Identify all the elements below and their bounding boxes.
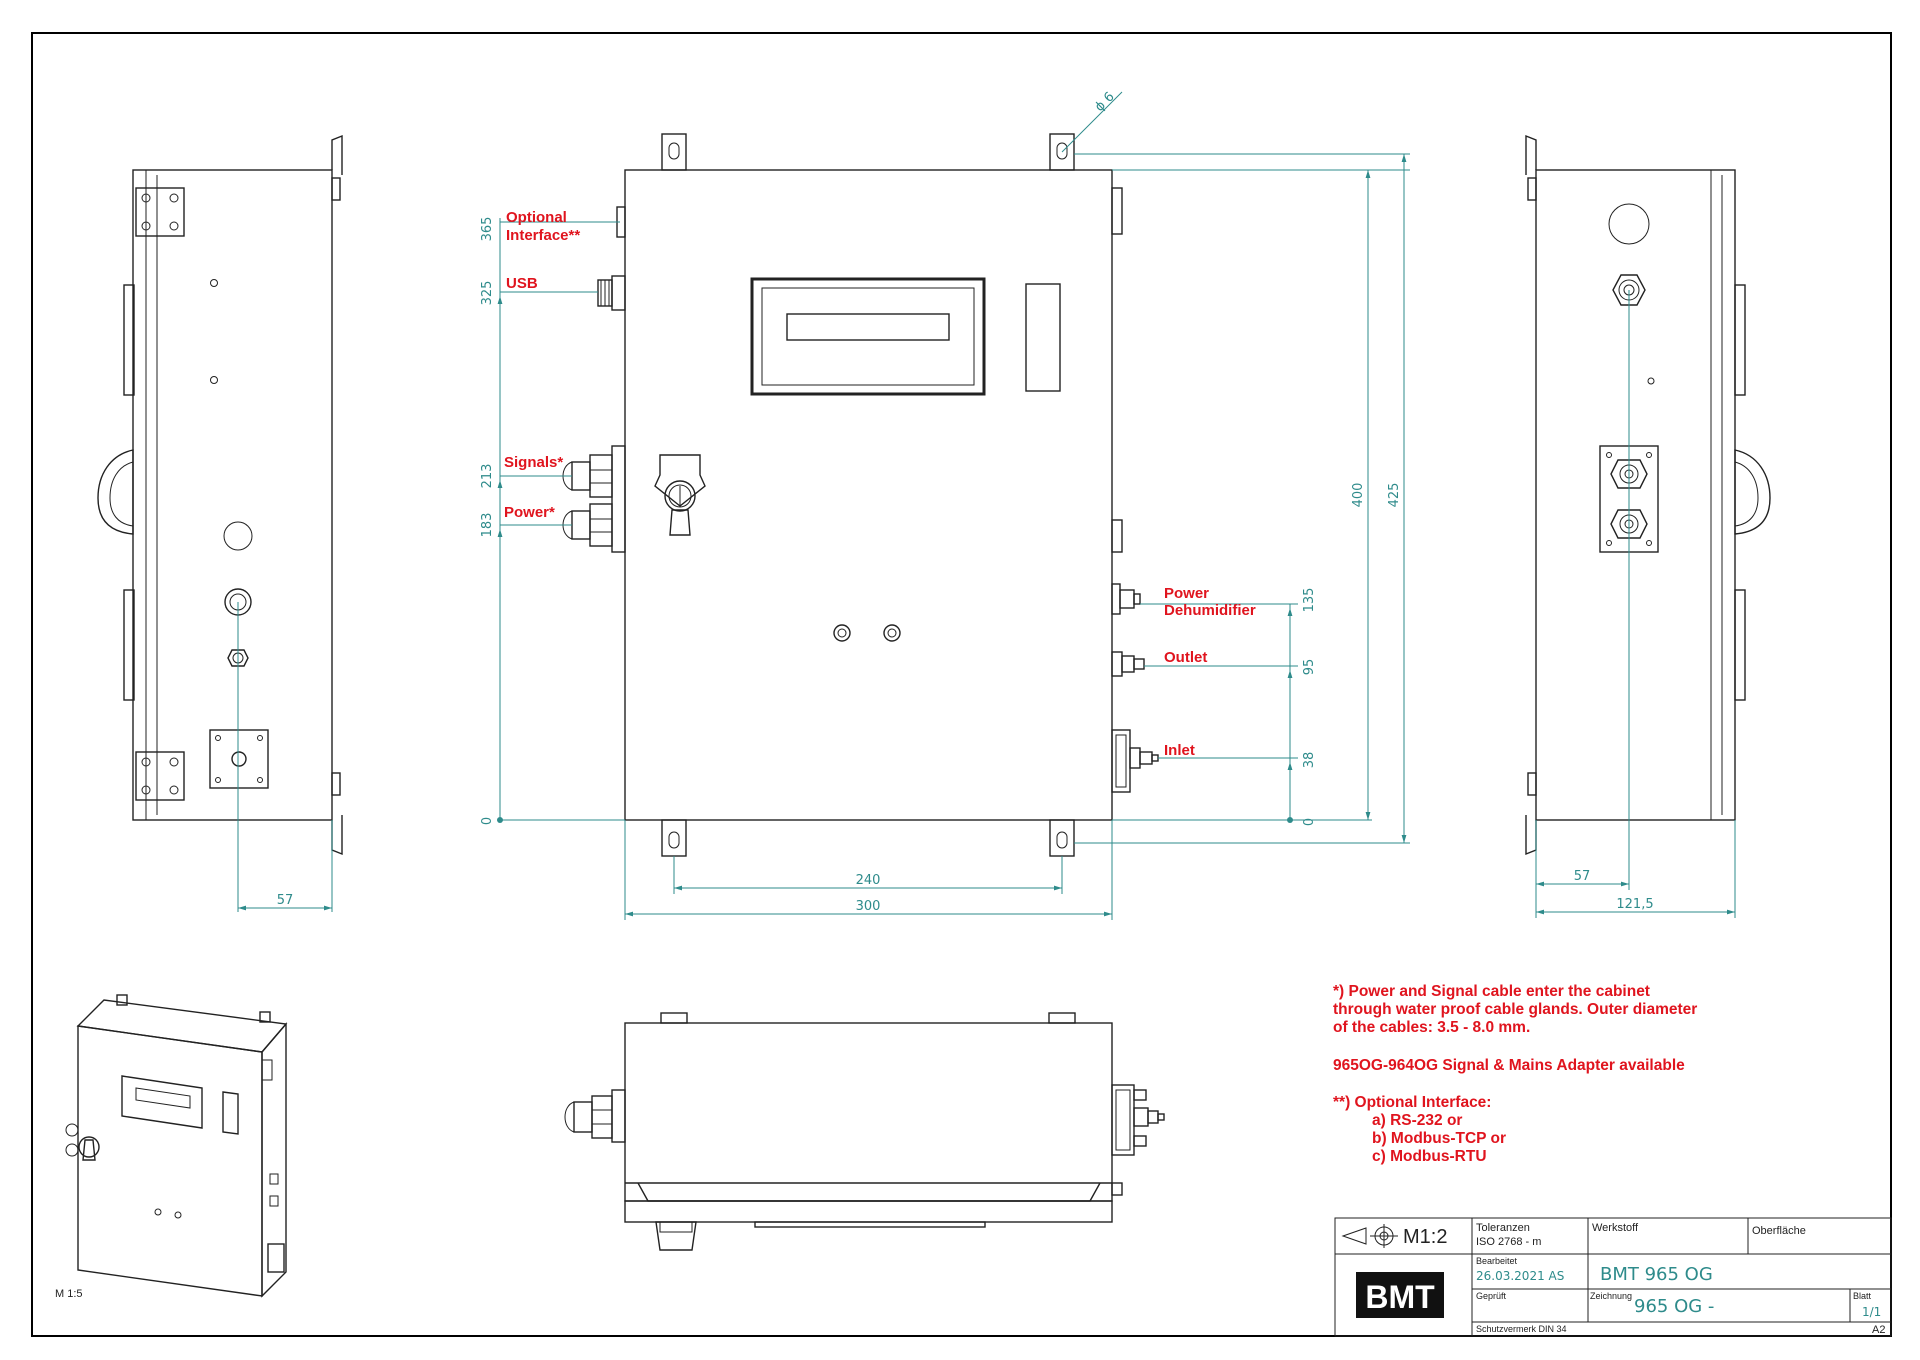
dim-right-121-5: 121,5	[1616, 897, 1653, 912]
tb-oberflaeche-label: Oberfläche	[1752, 1225, 1806, 1237]
tb-werkstoff-label: Werkstoff	[1592, 1222, 1639, 1234]
tb-zeichnung-value: 965 OG -	[1634, 1296, 1714, 1317]
tb-schutz: Schutzvermerk DIN 34	[1476, 1324, 1567, 1334]
left-side-view: 57	[97, 134, 343, 912]
dim-side-57: 57	[277, 893, 294, 908]
note-line-2: through water proof cable glands. Outer …	[1333, 1001, 1697, 1018]
dim-425: 425	[1387, 483, 1402, 508]
note-line-5: **) Optional Interface:	[1333, 1094, 1491, 1111]
connector-labels: Optional Interface** USB Signals* Power*…	[504, 209, 1256, 759]
label-inlet: Inlet	[1164, 742, 1195, 759]
iso-scale: M 1:5	[55, 1288, 83, 1300]
drawing-frame	[31, 32, 1892, 1337]
tb-geprueft-label: Geprüft	[1476, 1291, 1507, 1301]
dim-183: 183	[480, 513, 495, 538]
right-side-view: 57 121,5	[1525, 134, 1771, 918]
notes-block: *) Power and Signal cable enter the cabi…	[1333, 983, 1697, 1165]
dim-38: 38	[1302, 752, 1317, 769]
bottom-view	[564, 1012, 1165, 1251]
tb-zeichnung-label: Zeichnung	[1590, 1291, 1632, 1301]
tb-blatt-value: 1/1	[1862, 1305, 1881, 1319]
front-view	[562, 133, 1159, 857]
dim-diameter: ϕ 6	[1092, 89, 1117, 114]
dim-300: 300	[856, 899, 881, 914]
label-power-dehum: Power	[1164, 585, 1209, 602]
projection-symbol-icon	[1341, 1224, 1398, 1248]
dim-0-right: 0	[1302, 818, 1317, 826]
dim-400: 400	[1351, 483, 1366, 508]
note-line-7: b) Modbus-TCP or	[1372, 1130, 1506, 1147]
note-line-8: c) Modbus-RTU	[1372, 1148, 1487, 1165]
tb-blatt-label: Blatt	[1853, 1291, 1872, 1301]
tb-format: A2	[1872, 1324, 1885, 1336]
dim-135: 135	[1302, 588, 1317, 613]
front-view-dimensions: 365 325 213 183 0 400 425 135 95 38 0 24…	[480, 89, 1410, 920]
tb-title: BMT 965 OG	[1600, 1264, 1713, 1285]
note-line-4: 965OG-964OG Signal & Mains Adapter avail…	[1333, 1057, 1685, 1074]
dim-95: 95	[1302, 659, 1317, 676]
note-line-3: of the cables: 3.5 - 8.0 mm.	[1333, 1019, 1530, 1036]
dim-240: 240	[856, 873, 881, 888]
tb-toleranzen-label: Toleranzen	[1476, 1222, 1530, 1234]
tb-toleranzen-value: ISO 2768 - m	[1476, 1236, 1541, 1248]
note-line-1: *) Power and Signal cable enter the cabi…	[1333, 983, 1650, 1000]
note-line-6: a) RS-232 or	[1372, 1112, 1462, 1129]
isometric-view: M 1:5	[55, 994, 288, 1300]
label-power: Power*	[504, 504, 555, 521]
dim-213: 213	[480, 464, 495, 489]
label-usb: USB	[506, 275, 538, 292]
bmt-logo	[1356, 1272, 1444, 1318]
dim-365: 365	[480, 217, 495, 242]
label-outlet: Outlet	[1164, 649, 1207, 666]
label-interface: Interface**	[506, 227, 580, 244]
label-signals: Signals*	[504, 454, 563, 471]
tb-scale: M1:2	[1403, 1226, 1447, 1248]
title-block: M1:2 Toleranzen ISO 2768 - m Werkstoff O…	[1334, 1217, 1892, 1337]
dim-0-left: 0	[480, 817, 495, 825]
tb-bearbeitet-label: Bearbeitet	[1476, 1256, 1518, 1266]
bmt-logo-text: BMT	[1365, 1279, 1435, 1315]
label-optional: Optional	[506, 209, 567, 226]
label-dehumidifier: Dehumidifier	[1164, 602, 1256, 619]
dim-right-57: 57	[1574, 869, 1591, 884]
dim-325: 325	[480, 281, 495, 306]
tb-bearbeitet-value: 26.03.2021 AS	[1476, 1269, 1564, 1283]
